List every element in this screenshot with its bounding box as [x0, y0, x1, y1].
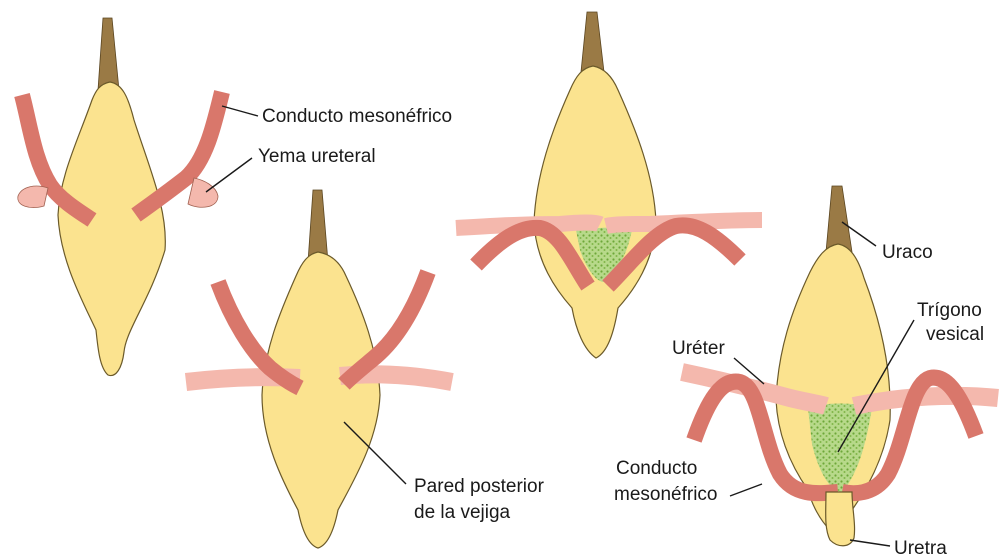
leader-yema — [206, 158, 252, 192]
label-pared-line2: de la vejiga — [414, 502, 511, 523]
leader-uretra — [850, 540, 890, 546]
label-pared-line1: Pared posterior — [414, 476, 545, 497]
label-trigono-line1: Trígono — [917, 300, 982, 321]
leader-conducto-top — [222, 106, 258, 116]
ureteric-bud-left — [18, 186, 48, 207]
stage-2-group — [186, 190, 452, 548]
ureter-right-stage-4 — [854, 396, 998, 406]
urachus-stage-1 — [98, 18, 119, 90]
label-uraco: Uraco — [882, 242, 933, 263]
label-ureter: Uréter — [672, 338, 725, 359]
urachus-stage-4 — [826, 186, 852, 252]
label-trigono-line2: vesical — [926, 324, 984, 345]
bladder-stage-1 — [58, 82, 165, 376]
label-conducto-bottom-line2: mesonéfrico — [614, 484, 718, 505]
urethra-stage-4 — [826, 492, 855, 546]
label-uretra: Uretra — [894, 538, 947, 558]
label-yema-ureteral: Yema ureteral — [258, 146, 376, 167]
bladder-stage-3 — [534, 66, 656, 358]
stage-1-group — [18, 18, 222, 376]
label-conducto-mesonefrico-top: Conducto mesonéfrico — [262, 106, 452, 127]
urachus-stage-3 — [581, 12, 604, 72]
stage-3-group — [456, 12, 762, 358]
label-conducto-bottom-line1: Conducto — [616, 458, 697, 479]
urachus-stage-2 — [308, 190, 328, 262]
bladder-stage-2 — [262, 252, 380, 548]
leader-conducto-bottom — [730, 484, 762, 496]
